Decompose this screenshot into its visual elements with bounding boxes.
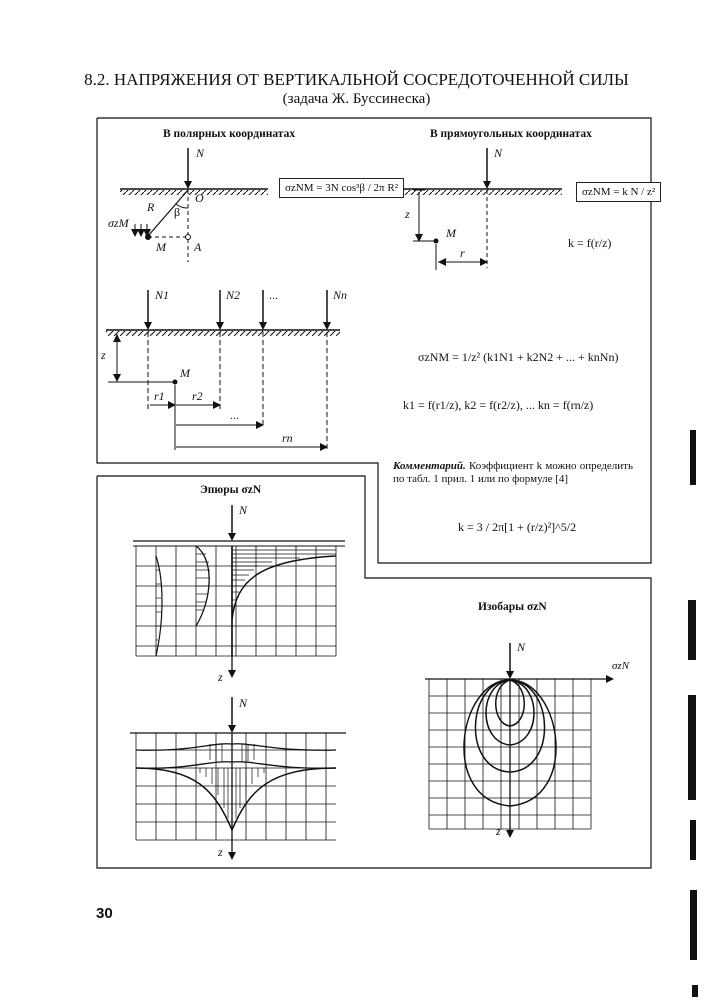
label-M-multi: M xyxy=(180,366,190,380)
rect-heading: В прямоугольных координатах xyxy=(430,128,592,140)
label-N-epure1: N xyxy=(239,503,248,517)
isobar-grid xyxy=(425,643,614,838)
scan-artifacts xyxy=(688,430,698,997)
formula-sum: σzNM = 1/z² (k1N1 + k2N2 + ... + knNn) xyxy=(418,350,619,364)
label-sigma-z: σzM xyxy=(108,216,129,230)
label-beta: β xyxy=(174,205,181,219)
formula-k-list: k1 = f(r1/z), k2 = f(r2/z), ... kn = f(r… xyxy=(403,398,594,412)
formula-k-full: k = 3 / 2π[1 + (r/z)²]^5/2 xyxy=(458,520,577,534)
label-A: A xyxy=(194,240,202,254)
formula-k-func: k = f(r/z) xyxy=(568,236,612,250)
section-title: 8.2. НАПРЯЖЕНИЯ ОТ ВЕРТИКАЛЬНОЙ СОСРЕДОТ… xyxy=(84,70,629,89)
label-N1: N1 xyxy=(155,288,170,302)
comment-text: Коэффициент k можно определить по табл. … xyxy=(393,460,634,485)
label-N-epure2: N xyxy=(239,696,248,710)
epures-heading: Эпюры σzN xyxy=(200,484,262,496)
polar-diagram xyxy=(120,148,268,262)
frame-top xyxy=(96,117,652,564)
section-subtitle: (задача Ж. Буссинеска) xyxy=(282,91,431,107)
label-rn: rn xyxy=(282,431,293,445)
label-N-rect: N xyxy=(494,146,503,160)
label-z-epure1: z xyxy=(218,670,223,684)
comment-lead: Комментарий. xyxy=(393,460,466,472)
label-z-epure2: z xyxy=(218,845,223,859)
multi-force-diagram xyxy=(106,290,340,451)
epure-grid-2 xyxy=(130,697,346,860)
label-dots-top: ... xyxy=(269,288,278,302)
label-N-polar: N xyxy=(196,146,205,160)
label-Nn: Nn xyxy=(333,288,348,302)
formula-rect: σzNM = k N / z² xyxy=(576,182,662,202)
polar-heading: В полярных координатах xyxy=(163,128,296,140)
label-N2: N2 xyxy=(226,288,241,302)
label-z-rect: z xyxy=(405,207,410,221)
epure-grid-1 xyxy=(133,505,345,678)
page-number: 30 xyxy=(96,905,113,922)
label-sigma-isobar: σzN xyxy=(612,660,630,672)
label-r-rect: r xyxy=(460,246,465,260)
rect-diagram xyxy=(404,148,562,270)
label-r1: r1 xyxy=(154,389,165,403)
formula-polar: σzNM = 3N cos³β / 2π R² xyxy=(279,178,404,198)
label-N-isobar: N xyxy=(517,640,526,654)
label-dots-bottom: ... xyxy=(230,408,239,422)
frame-bottom xyxy=(96,475,652,869)
label-M-polar: M xyxy=(156,240,166,254)
label-O: O xyxy=(195,191,204,205)
label-r2: r2 xyxy=(192,389,203,403)
label-z-isobar: z xyxy=(496,824,501,838)
label-R: R xyxy=(147,200,155,214)
label-M-rect: M xyxy=(446,226,456,240)
comment-block: Комментарий. Коэффициент k можно определ… xyxy=(393,460,633,486)
label-z-multi: z xyxy=(101,348,106,362)
isobars-heading: Изобары σzN xyxy=(478,601,547,613)
